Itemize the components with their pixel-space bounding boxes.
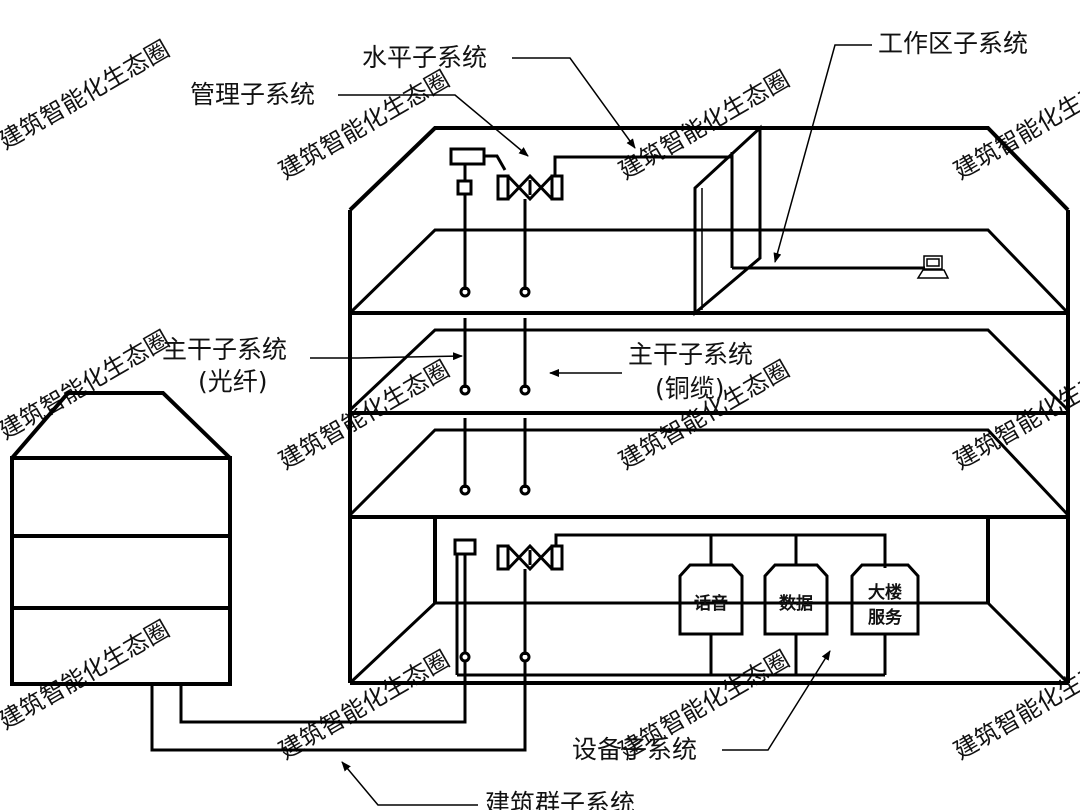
building-service-box: 大楼 服务 [850,563,920,636]
backbone-copper-label: 主干子系统 [628,340,753,369]
watermark: 建筑智能化生态圈 [949,645,1080,765]
top-floor-hardware [449,147,950,298]
watermark: 建筑智能化生态圈 [0,615,174,735]
fiber-terminal-icon [456,179,473,196]
labels: 水平子系统 管理子系统 工作区子系统 主干子系统 (光纤) 主干子系统 (铜缆)… [162,29,1028,810]
voice-equipment-box: 话音 [678,563,744,636]
campus-cabling [150,660,527,752]
backbone-copper-sublabel: (铜缆) [655,374,725,403]
service-label-line1: 大楼 [868,582,902,603]
work-area-subsystem-label: 工作区子系统 [878,29,1028,58]
service-label-line2: 服务 [868,607,903,628]
watermark: 建筑智能化生态圈 [0,35,174,155]
watermark: 建筑智能化生态圈 [614,65,794,185]
computer-icon [916,255,950,279]
voice-label: 话音 [694,593,728,614]
fiber-terminal-icon [453,538,477,556]
main-building [348,126,1070,685]
watermark-group: 建筑智能化生态圈 建筑智能化生态圈 建筑智能化生态圈 建筑智能化生态圈 建筑智能… [0,35,1080,765]
equipment-subsystem-label: 设备子系统 [572,735,697,764]
backbone-risers [459,318,531,496]
cross-connect-icon [496,543,564,572]
backbone-fiber-label: 主干子系统 [162,335,287,364]
patch-panel-icon [449,147,486,166]
leader-arrows [310,44,872,806]
watermark: 建筑智能化生态圈 [274,355,454,475]
cross-connect-icon [496,173,564,202]
bottom-floor-hardware: 话音 数据 大楼 服务 [453,533,920,677]
data-equipment-box: 数据 [763,563,829,636]
admin-subsystem-label: 管理子系统 [190,80,315,109]
watermark: 建筑智能化生态圈 [274,645,454,765]
watermark: 建筑智能化生态圈 [949,65,1080,185]
watermark: 建筑智能化生态圈 [614,355,794,475]
data-label: 数据 [779,593,813,614]
partition-wall [693,124,762,317]
campus-subsystem-label: 建筑群子系统 [485,789,635,810]
second-building [10,391,232,686]
backbone-fiber-sublabel: (光纤) [198,367,268,396]
horizontal-subsystem-label: 水平子系统 [362,43,487,72]
watermark: 建筑智能化生态圈 [0,325,174,445]
